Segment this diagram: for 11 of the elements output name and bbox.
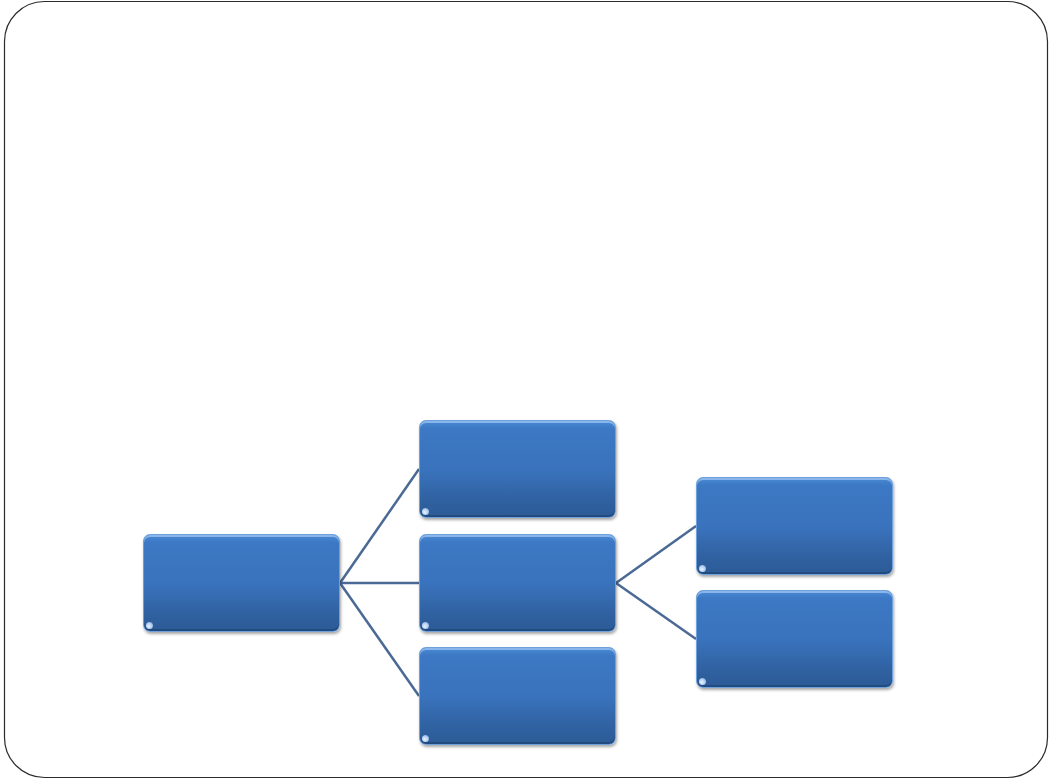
connector-line <box>340 581 419 585</box>
node-box <box>696 590 893 688</box>
node-box <box>143 534 340 632</box>
connector-line <box>615 525 697 584</box>
connector-line <box>615 581 697 641</box>
node-box <box>419 420 616 518</box>
node-box <box>419 534 616 632</box>
node-box <box>419 647 616 745</box>
connector-line <box>338 468 421 584</box>
node-box <box>696 477 893 575</box>
connector-line <box>338 582 421 697</box>
